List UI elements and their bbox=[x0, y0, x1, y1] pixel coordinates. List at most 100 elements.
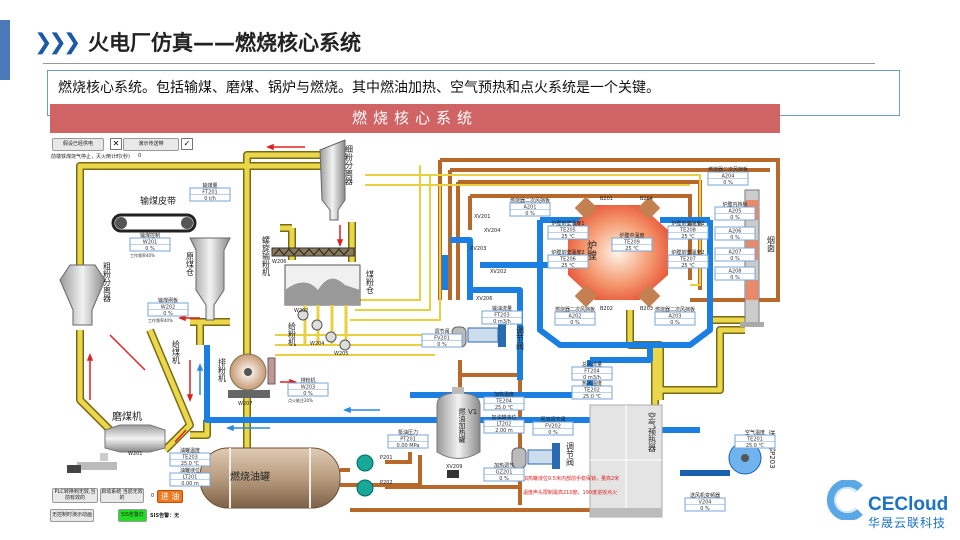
instrument-tag: TE207 bbox=[679, 257, 696, 263]
instrument-value: 0 % bbox=[730, 275, 740, 281]
label-belt: 输煤皮带 bbox=[140, 195, 176, 207]
instrument-tag: W203 bbox=[301, 385, 316, 391]
tag-p201: P201 bbox=[380, 455, 393, 461]
description-text: 燃烧核心系统。包括输煤、磨煤、锅炉与燃烧。其中燃油加热、空气预热和点火系统是一个… bbox=[58, 80, 660, 96]
label-valve1: 调节阀 bbox=[516, 326, 525, 351]
instrument-value: 25 ℃ bbox=[625, 246, 639, 252]
label-raw-bin: 原煤仓 bbox=[186, 252, 195, 276]
instrument-value: 25 ℃ bbox=[561, 234, 575, 240]
instrument-label: 输煤控制 bbox=[140, 232, 160, 239]
instrument-note: 点火能注20% bbox=[288, 397, 313, 403]
cecloud-logo-icon bbox=[826, 480, 863, 520]
tag-b204: B204 bbox=[640, 196, 653, 202]
instrument-value: 2.00 m bbox=[495, 428, 513, 434]
power-checkbox[interactable]: ✕ bbox=[110, 138, 122, 150]
instrument-tag: LT202 bbox=[497, 422, 512, 428]
instrument-label: 泵油压力 bbox=[398, 429, 418, 436]
plc-button[interactable]: PLC转换到无效,当前有效的 bbox=[52, 488, 98, 503]
instrument-tag: A206 bbox=[729, 229, 742, 235]
tag-xv201: XV201 bbox=[474, 214, 490, 220]
countdown-label: 前端铁煤烧气停止，灭火倒计时(秒) bbox=[51, 154, 130, 160]
instrument-value: 0 % bbox=[145, 246, 155, 252]
instrument-note: 工作频率40% bbox=[148, 317, 173, 323]
instrument-label: 排粉机 bbox=[300, 377, 315, 384]
raw-coal-bin bbox=[189, 237, 231, 321]
instrument-label: 炉膛内挡板 bbox=[722, 201, 747, 208]
belt-checkbox[interactable]: ✓ bbox=[181, 138, 193, 150]
instrument-label: 炉膛前壁温度2 bbox=[551, 249, 584, 256]
instrument-value: 25 ℃ bbox=[681, 263, 695, 269]
tag-labels: W206 W202 W204 W205 W201 W207 V1 XV209 P… bbox=[128, 196, 653, 486]
label-chimney: 烟囱 bbox=[767, 236, 776, 253]
instrument-tag: A204 bbox=[722, 174, 735, 180]
instrument-label: 输煤闸板 bbox=[158, 297, 178, 304]
oil-in-button[interactable]: 进 油 bbox=[157, 490, 183, 503]
tag-xv209: XV209 bbox=[446, 464, 462, 470]
warning-temp: 温度声头限制最高210度，190度进收点火 bbox=[523, 489, 617, 496]
instrument-value: 0 % bbox=[437, 342, 447, 348]
instrument-label: 调节阀 bbox=[434, 328, 449, 335]
instrument-value: 0 % bbox=[163, 311, 173, 317]
chevrons-icon: ❯❯❯ bbox=[34, 30, 81, 55]
instrument-value: 25.0 ℃ bbox=[746, 443, 765, 449]
flow-arrows bbox=[86, 143, 344, 443]
label-feeder: 给粉机 bbox=[288, 321, 297, 347]
instrument-tag: TE201 bbox=[746, 437, 763, 443]
demo-animation-button[interactable]: 无控制时演示动画 bbox=[50, 509, 94, 522]
oil-tank bbox=[199, 447, 341, 509]
instrument-label: 燃烧器二次风挡板 bbox=[555, 306, 595, 313]
exhaust-fan bbox=[228, 353, 276, 398]
instrument-tag: TE203 bbox=[181, 455, 198, 461]
label-mill: 磨煤机 bbox=[112, 410, 142, 423]
instrument-tag: FV201 bbox=[434, 336, 450, 342]
label-oil-tank: 燃烧油罐 bbox=[230, 470, 270, 483]
tag-xv202: XV202 bbox=[490, 269, 506, 275]
instrument-tag: TE209 bbox=[623, 240, 640, 246]
zero-value: 0 bbox=[151, 493, 155, 499]
instrument-label: 炉膛前壁温度2 bbox=[671, 249, 704, 256]
instrument-value: 0 % bbox=[499, 476, 509, 482]
instrument-label: 炉膛前壁温度1 bbox=[671, 220, 704, 227]
instrument-value: 0.00 m bbox=[181, 481, 199, 487]
instrument-label: 油罐液位 bbox=[180, 467, 200, 474]
instrument-note: 工作频率40% bbox=[130, 252, 155, 258]
instrument-value: 0 % bbox=[723, 180, 733, 186]
belt-demo-button[interactable]: 演示传送带 bbox=[123, 138, 179, 151]
instrument-tag: FV202 bbox=[545, 424, 561, 430]
screw-feeder bbox=[271, 247, 355, 257]
start-system-button[interactable]: 启动系统 当前无效的 bbox=[100, 488, 144, 503]
label-screw: 螺旋输粉机 bbox=[262, 235, 271, 277]
sis-alarm-lamp: SIS告警灯 bbox=[118, 509, 147, 522]
power-button[interactable]: 假设已经供电 bbox=[52, 138, 104, 151]
coal-powder-bin bbox=[284, 264, 361, 306]
instrument-value: 0 t/h bbox=[204, 196, 216, 202]
instrument-label: 油罐温度 bbox=[180, 447, 200, 454]
instrument-tag: A208 bbox=[729, 269, 742, 275]
air-preheater bbox=[589, 404, 663, 518]
oil-pumps bbox=[356, 454, 374, 497]
logo-company: 华晟云联科技 bbox=[868, 516, 947, 530]
tag-p202: P202 bbox=[380, 480, 393, 486]
control-valves bbox=[451, 323, 560, 469]
instrument-value: 0 % bbox=[548, 430, 558, 436]
instrument-value: 0 % bbox=[570, 320, 580, 326]
tag-heater-v: V1 bbox=[468, 408, 477, 416]
instrument-label: 燃烧器二次风挡板 bbox=[510, 197, 550, 204]
label-exhaust-fan: 排粉机 bbox=[218, 357, 227, 383]
instrument-tag: TE206 bbox=[559, 257, 576, 263]
